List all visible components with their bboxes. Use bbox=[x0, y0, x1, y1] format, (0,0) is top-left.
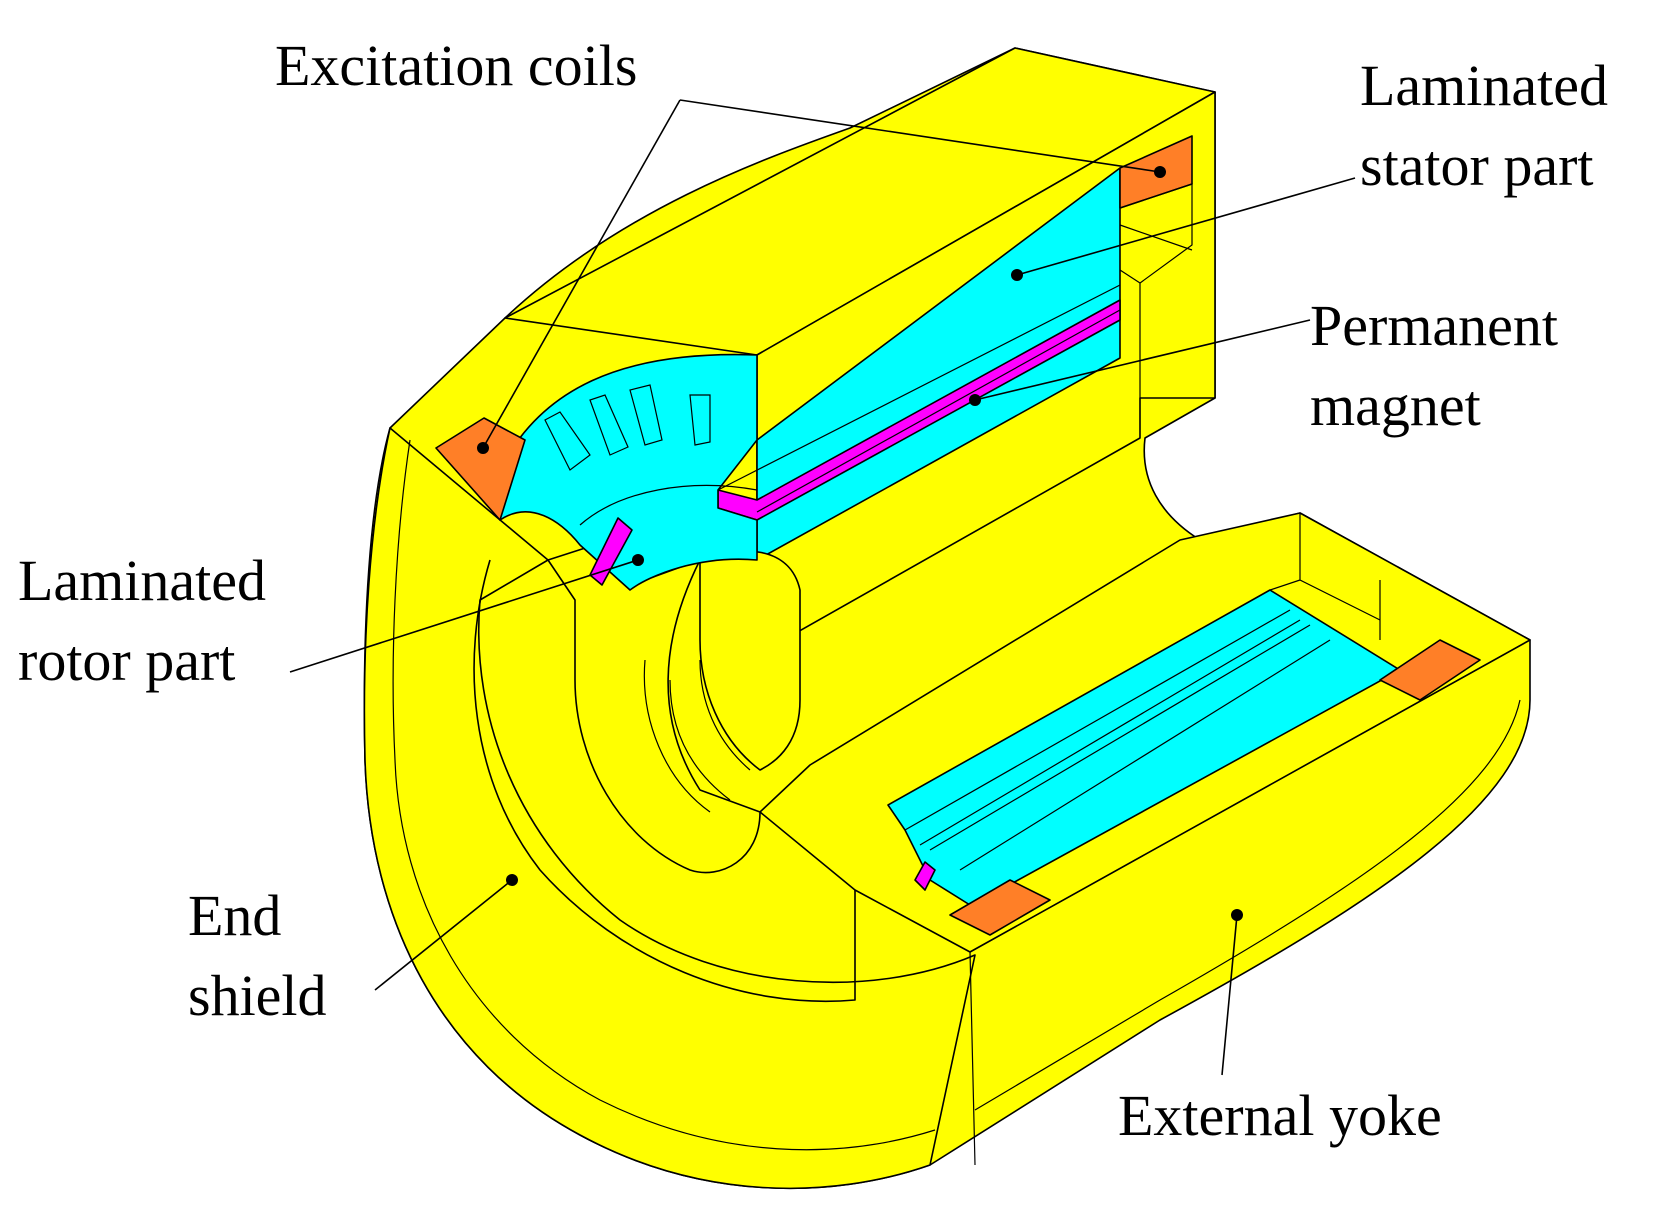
label-permanent-magnet-line2: magnet bbox=[1310, 373, 1481, 438]
dot-laminated-rotor bbox=[632, 554, 644, 566]
label-external-yoke: External yoke bbox=[1118, 1083, 1442, 1148]
lower-back-coil bbox=[1379, 639, 1481, 701]
lower-front-coil bbox=[949, 879, 1051, 936]
lower-magnet bbox=[914, 861, 936, 891]
rotor-hub bbox=[547, 539, 761, 874]
end-shield-ring bbox=[363, 427, 976, 1190]
shaft-bore bbox=[699, 550, 801, 771]
label-laminated-stator-line2: stator part bbox=[1360, 133, 1594, 198]
lower-block-edges bbox=[969, 513, 1531, 1166]
lower-stator-grooves bbox=[904, 609, 1331, 871]
label-excitation-coils: Excitation coils bbox=[275, 33, 637, 98]
dot-external-yoke bbox=[1231, 909, 1243, 921]
upper-block-step bbox=[1119, 183, 1193, 398]
end-shield-step-edge bbox=[473, 559, 856, 1003]
end-shield-inner-rim bbox=[392, 439, 936, 1151]
upper-airgap-lines bbox=[717, 284, 1121, 513]
upper-left-coil bbox=[435, 417, 526, 521]
dot-excitation-coil-back bbox=[1154, 166, 1166, 178]
rotor-sector bbox=[499, 353, 758, 591]
dot-excitation-coil-front bbox=[477, 442, 489, 454]
label-laminated-stator-line1: Laminated bbox=[1360, 53, 1608, 118]
dot-laminated-stator bbox=[1011, 269, 1023, 281]
rotor-magnet bbox=[589, 517, 633, 586]
leader-lines bbox=[289, 99, 1356, 1076]
label-end-shield-line2: shield bbox=[188, 963, 327, 1028]
label-laminated-rotor-line1: Laminated bbox=[18, 548, 266, 613]
rotor-inner-arc bbox=[579, 484, 758, 526]
rotor-slots bbox=[544, 384, 711, 471]
label-laminated-rotor-line2: rotor part bbox=[18, 628, 235, 693]
label-permanent-magnet-line1: Permanent bbox=[1310, 293, 1558, 358]
rotor-hub-rings bbox=[643, 659, 751, 813]
yoke-lower-curve bbox=[974, 699, 1521, 1111]
leader-dots bbox=[477, 166, 1243, 921]
dot-end-shield bbox=[506, 874, 518, 886]
dot-permanent-magnet bbox=[969, 394, 981, 406]
label-end-shield-line1: End bbox=[188, 883, 281, 948]
